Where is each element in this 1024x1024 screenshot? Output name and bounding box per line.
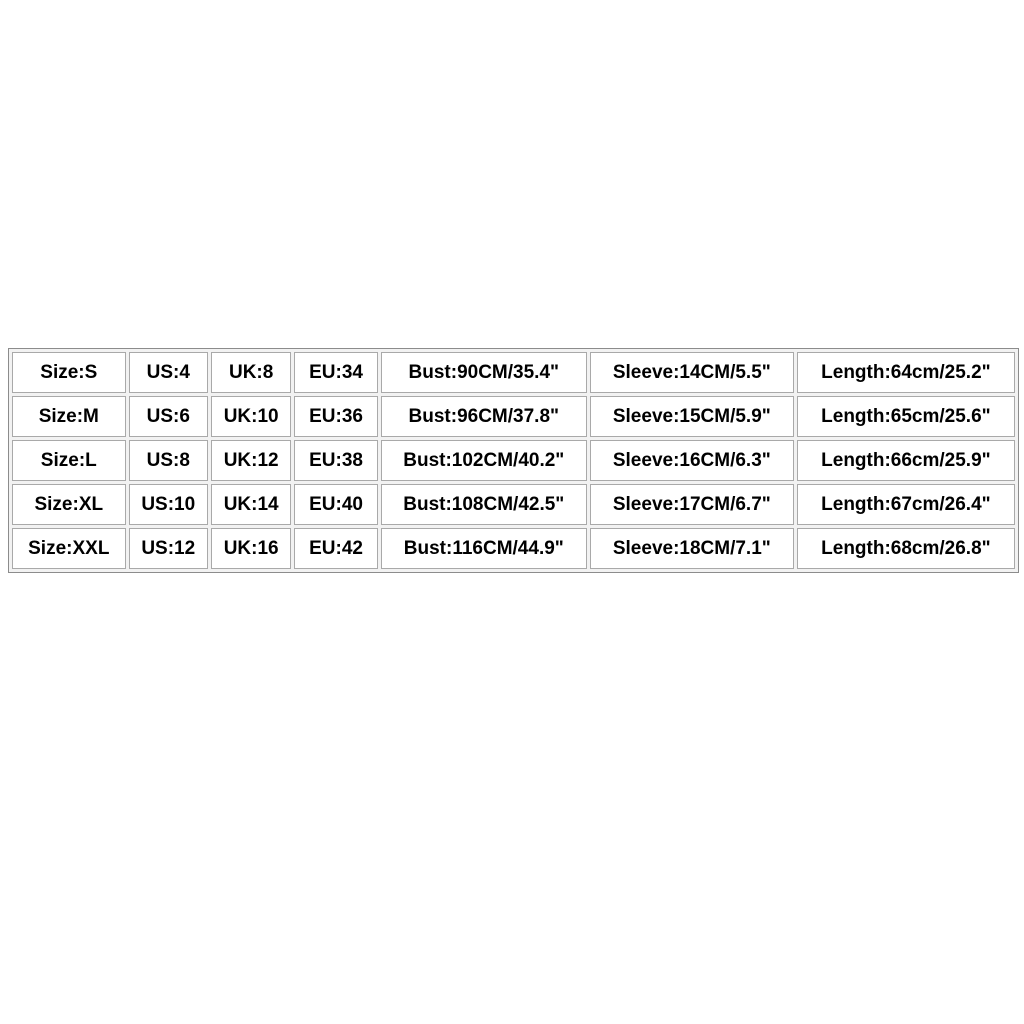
cell-sleeve: Sleeve:17CM/6.7" — [589, 484, 794, 525]
cell-uk: UK:16 — [210, 528, 292, 569]
cell-uk: UK:14 — [210, 484, 292, 525]
cell-us: US:4 — [128, 352, 208, 393]
cell-bust: Bust:96CM/37.8" — [380, 396, 587, 437]
cell-length: Length:66cm/25.9" — [796, 440, 1015, 481]
cell-eu: EU:42 — [294, 528, 378, 569]
cell-sleeve: Sleeve:18CM/7.1" — [589, 528, 794, 569]
cell-bust: Bust:116CM/44.9" — [380, 528, 587, 569]
cell-eu: EU:38 — [294, 440, 378, 481]
cell-size: Size:M — [12, 396, 126, 437]
cell-sleeve: Sleeve:14CM/5.5" — [589, 352, 794, 393]
cell-size: Size:XXL — [12, 528, 126, 569]
cell-uk: UK:10 — [210, 396, 292, 437]
cell-size: Size:XL — [12, 484, 126, 525]
cell-bust: Bust:102CM/40.2" — [380, 440, 587, 481]
cell-uk: UK:8 — [210, 352, 292, 393]
cell-size: Size:S — [12, 352, 126, 393]
cell-length: Length:67cm/26.4" — [796, 484, 1015, 525]
cell-sleeve: Sleeve:16CM/6.3" — [589, 440, 794, 481]
cell-bust: Bust:108CM/42.5" — [380, 484, 587, 525]
cell-eu: EU:36 — [294, 396, 378, 437]
cell-length: Length:68cm/26.8" — [796, 528, 1015, 569]
cell-us: US:12 — [128, 528, 208, 569]
cell-bust: Bust:90CM/35.4" — [380, 352, 587, 393]
cell-size: Size:L — [12, 440, 126, 481]
cell-length: Length:64cm/25.2" — [796, 352, 1015, 393]
cell-eu: EU:34 — [294, 352, 378, 393]
cell-us: US:10 — [128, 484, 208, 525]
cell-length: Length:65cm/25.6" — [796, 396, 1015, 437]
cell-sleeve: Sleeve:15CM/5.9" — [589, 396, 794, 437]
cell-eu: EU:40 — [294, 484, 378, 525]
cell-us: US:6 — [128, 396, 208, 437]
cell-us: US:8 — [128, 440, 208, 481]
cell-uk: UK:12 — [210, 440, 292, 481]
